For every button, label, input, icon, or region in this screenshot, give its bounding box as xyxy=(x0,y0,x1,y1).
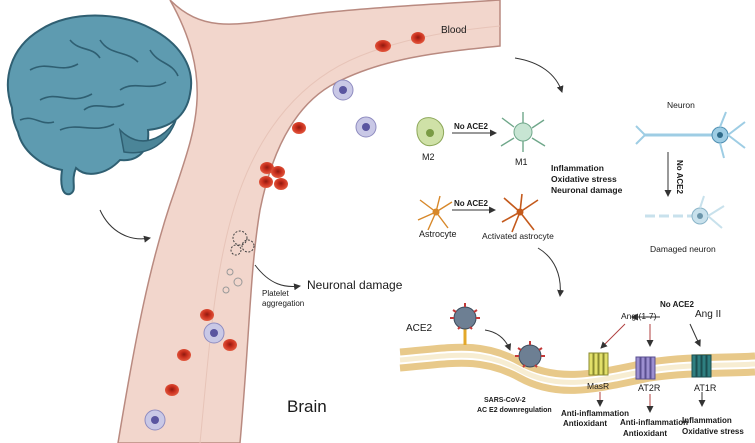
at1r-effect-0: Inflammation xyxy=(682,416,732,425)
neuron xyxy=(635,111,746,159)
masr-label: MasR xyxy=(587,381,610,391)
at2r-effect-0: Anti-inflammation xyxy=(620,418,688,427)
damaged-neuron-label: Damaged neuron xyxy=(650,244,716,254)
at1r-receptor xyxy=(691,354,712,378)
neuronal-damage-label: Neuronal damage xyxy=(307,278,403,292)
activated-astrocyte xyxy=(501,193,539,233)
neuron-label: Neuron xyxy=(667,100,695,110)
ang2-label: Ang II xyxy=(695,309,722,320)
cells-to-receptor-arrow xyxy=(537,247,565,297)
brain-label: Brain xyxy=(287,397,327,416)
virus-binding-arrow xyxy=(484,329,512,351)
microglia-m1 xyxy=(500,112,546,152)
immune-cells xyxy=(144,79,377,431)
m2-label: M2 xyxy=(422,152,435,162)
astrocyte xyxy=(417,195,453,231)
sars-cov2-virus-bound xyxy=(450,303,480,345)
brain-to-vessel-arrow xyxy=(99,209,151,243)
no-ace2-astrocyte-label: No ACE2 xyxy=(454,199,488,208)
masr-effect-1: Antioxidant xyxy=(563,419,607,428)
activated-astrocyte-label: Activated astrocyte xyxy=(482,231,554,241)
sars-cov2-virus-internalized xyxy=(515,341,545,368)
red-blood-cells xyxy=(165,32,425,396)
vessel-to-cells-arrow xyxy=(514,57,564,93)
inflammation-item-1: Oxidative stress xyxy=(551,174,617,184)
inflammation-item-2: Neuronal damage xyxy=(551,185,623,195)
at2r-effect-1: Antioxidant xyxy=(623,429,667,438)
damaged-neuron xyxy=(645,195,725,229)
ace2-label: ACE2 xyxy=(406,323,433,334)
no-ace2-neuron-label: No ACE2 xyxy=(675,160,684,194)
inflammation-item-0: Inflammation xyxy=(551,163,604,173)
blood-label: Blood xyxy=(441,25,467,36)
no-ace2-microglia-label: No ACE2 xyxy=(454,122,488,131)
ang17-label: Ang (1-7) xyxy=(621,311,657,321)
ace2-downregulation-label: AC E2 downregulation xyxy=(477,407,552,414)
astrocyte-label: Astrocyte xyxy=(419,229,457,239)
at2r-receptor xyxy=(635,356,656,380)
neuronal-damage-arrow xyxy=(254,264,301,291)
platelet-aggregation-label: Platelet aggregation xyxy=(262,289,305,308)
at1r-label: AT1R xyxy=(694,383,717,393)
at2r-label: AT2R xyxy=(638,383,661,393)
platelet-cluster xyxy=(222,230,255,294)
brain-illustration xyxy=(6,14,193,196)
at1r-effect-1: Oxidative stress xyxy=(682,427,744,436)
microglia-m2 xyxy=(416,117,445,147)
masr-receptor xyxy=(588,352,609,376)
no-ace2-receptor-label: No ACE2 xyxy=(660,300,694,309)
ang-pathway-arrows xyxy=(596,313,706,413)
m1-label: M1 xyxy=(515,157,528,167)
sars-cov2-label: SARS-CoV-2 xyxy=(484,397,526,404)
masr-effect-0: Anti-inflammation xyxy=(561,409,629,418)
